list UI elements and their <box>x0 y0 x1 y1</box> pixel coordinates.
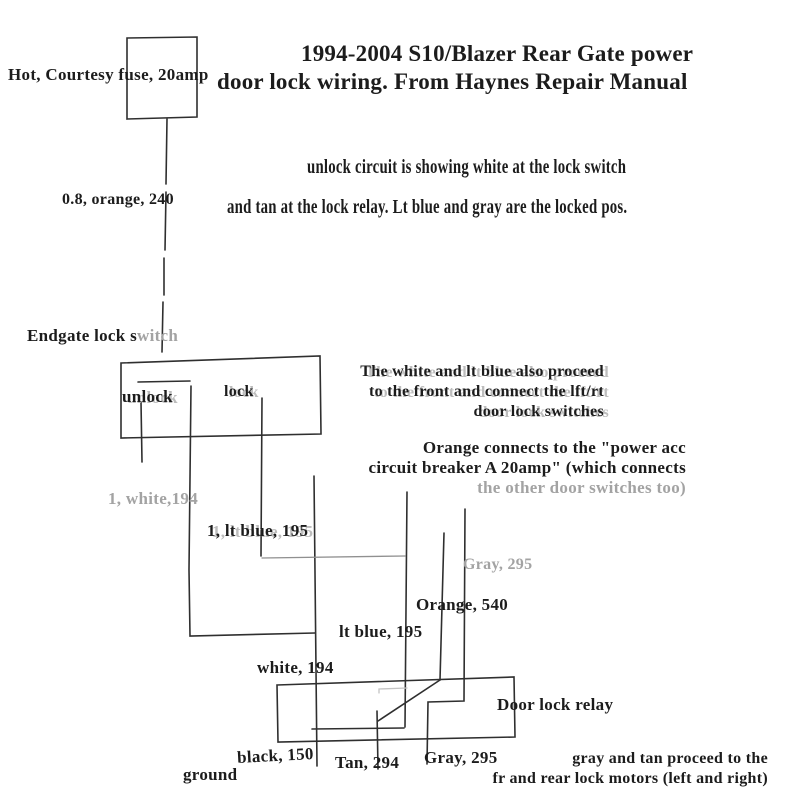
note-motors-line1: gray and tan proceed to the <box>572 750 768 767</box>
note-breaker-line3: the other door switches too) <box>477 478 686 497</box>
subtitle-line1-text: unlock circuit is showing white at the l… <box>307 156 627 178</box>
note-motors-line2: fr and rear lock motors (left and right) <box>492 770 768 787</box>
note-front-doors-line3: door lock switches <box>473 403 604 420</box>
orange-540-label: Orange, 540 <box>416 595 509 614</box>
wire-link <box>439 532 445 681</box>
wire-lt-blue <box>260 397 263 557</box>
relay-contact-bar <box>311 727 405 730</box>
gray-295-upper-label: Gray, 295 <box>463 556 533 573</box>
page-title-line1: 1994-2004 S10/Blazer Rear Gate power <box>301 41 694 66</box>
lt-blue-195-upper-label: 1, lt blue, 195 <box>207 521 309 540</box>
wire-unlock-stub <box>140 401 143 463</box>
black-150-label: black, 150 <box>236 744 315 767</box>
wire-orange-upper <box>161 118 168 353</box>
note-breaker-line2: circuit breaker A 20amp" (which connects <box>368 458 686 477</box>
note-breaker: Orange connects to the "power acc circui… <box>358 438 686 498</box>
wire-lt-blue-link <box>261 555 406 559</box>
orange-240-label: 0.8, orange, 240 <box>62 191 174 208</box>
white-194-lower-label: white, 194 <box>257 658 334 677</box>
wire-tan <box>376 710 379 770</box>
relay-box <box>276 676 516 743</box>
lock-label: lock <box>224 383 254 400</box>
wire-white <box>188 385 318 767</box>
wire-orange-lower <box>404 491 408 728</box>
fuse-label: Hot, Courtesy fuse, 20amp <box>8 65 209 84</box>
tan-294-label: Tan, 294 <box>335 753 400 772</box>
note-breaker-line1: Orange connects to the "power acc <box>422 438 686 457</box>
subtitle-line2-text: and tan at the lock relay. Lt blue and g… <box>227 196 628 218</box>
subtitle-line2: and tan at the lock relay. Lt blue and g… <box>227 196 768 218</box>
unlock-label: unlock <box>122 387 173 406</box>
page-title-line2: door lock wiring. From Haynes Repair Man… <box>217 69 688 94</box>
wire-gray <box>426 508 466 765</box>
endgate-switch-box <box>120 355 322 439</box>
relay-diagonal <box>377 679 441 722</box>
ground-label: ground <box>183 765 238 784</box>
note-front-doors-line2: to the front and connect the lft/rt <box>368 383 604 400</box>
white-194-upper-label: 1, white,194 <box>108 489 199 508</box>
note-front-doors: The white and lt blue also proceed to th… <box>326 362 604 422</box>
fuse-box <box>126 36 198 120</box>
relay-faint-mark <box>378 687 408 694</box>
subtitle-line1: unlock circuit is showing white at the l… <box>307 156 738 178</box>
switch-contact-bar <box>137 380 191 383</box>
lt-blue-195-lower-label: lt blue, 195 <box>339 622 423 641</box>
endgate-switch-label-black: Endgate lock s <box>27 326 137 345</box>
note-front-doors-line1: The white and lt blue also proceed <box>360 363 604 380</box>
door-lock-relay-label: Door lock relay <box>497 695 614 714</box>
endgate-switch-label: Endgate lock switch <box>27 326 178 345</box>
endgate-switch-label-gray: witch <box>137 326 179 345</box>
gray-295-lower-label: Gray, 295 <box>424 748 498 767</box>
note-motors: gray and tan proceed to the fr and rear … <box>468 749 768 789</box>
